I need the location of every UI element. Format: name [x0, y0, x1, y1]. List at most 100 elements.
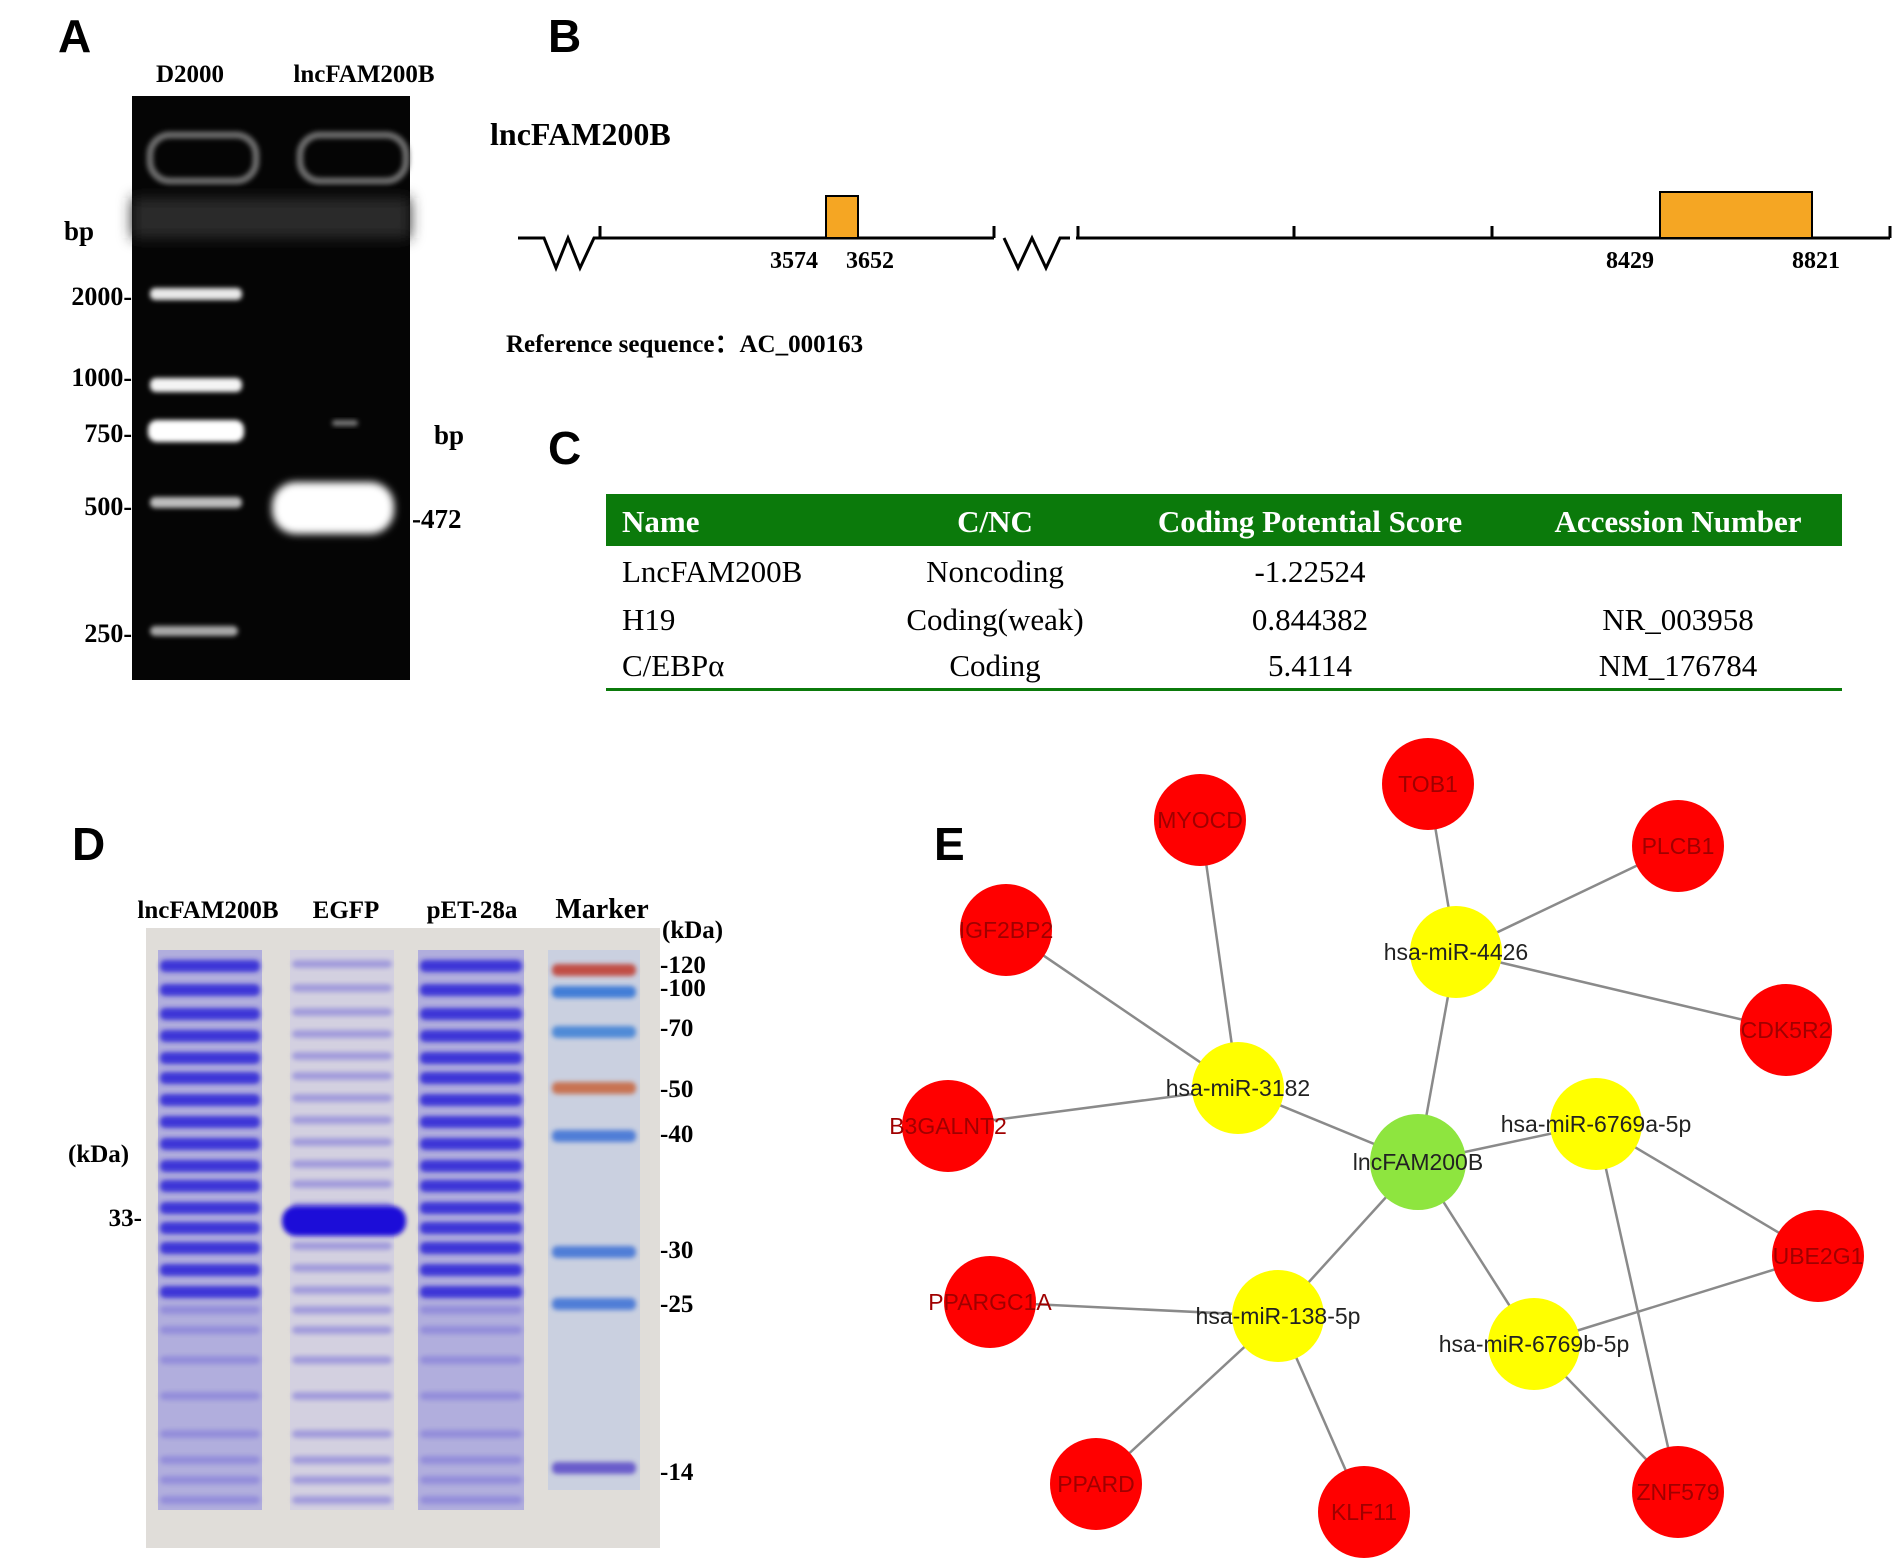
sds-marker-band	[552, 1246, 636, 1258]
gene-node-label: B3GALNT2	[889, 1113, 1007, 1139]
table-cell-cnc: Coding	[949, 648, 1040, 683]
sds-band	[160, 1496, 260, 1504]
gene-node-znf579: ZNF579	[1632, 1446, 1724, 1538]
gel-ladder-1000: 1000-	[71, 363, 132, 392]
sds-band	[420, 1456, 522, 1464]
mirna-node-circle	[1232, 1270, 1324, 1362]
gene-node-b3galnt2: B3GALNT2	[889, 1080, 1007, 1172]
table-cell-score: 0.844382	[1252, 602, 1368, 637]
lncrna-node-label: lncFAM200B	[1353, 1149, 1483, 1175]
gene-node-label: UBE2G1	[1773, 1243, 1864, 1269]
table-bottom-rule	[606, 688, 1842, 691]
gene-node-plcb1: PLCB1	[1632, 800, 1724, 892]
gene-node-circle	[1318, 1466, 1410, 1558]
sds-band	[292, 1138, 392, 1146]
network-edge	[1533, 1254, 1819, 1346]
table-cell-score: 5.4114	[1268, 648, 1353, 683]
sds-marker-band	[552, 1026, 636, 1038]
gene-node-label: KLF11	[1331, 1499, 1397, 1525]
sds-marker-band	[552, 1462, 636, 1474]
gene-node-circle	[1772, 1210, 1864, 1302]
sds-band	[160, 1008, 260, 1020]
gene-node-circle	[1632, 800, 1724, 892]
sds-band	[420, 1430, 522, 1438]
sds-band	[160, 1286, 260, 1298]
network-edge	[1455, 950, 1787, 1032]
sds-band	[420, 1160, 522, 1172]
network-edge	[989, 1300, 1279, 1318]
gene-node-label: ZNF579	[1636, 1479, 1719, 1505]
mirna-node-circle	[1488, 1298, 1580, 1390]
gene-node-circle	[1632, 1446, 1724, 1538]
sds-band	[160, 1052, 260, 1064]
mirna-node-hsa-mir-138-5p: hsa-miR-138-5p	[1196, 1270, 1361, 1362]
mirna-node-hsa-mir-3182: hsa-miR-3182	[1166, 1042, 1310, 1134]
gene-node-cdk5r2: CDK5R2	[1740, 984, 1832, 1076]
sds-band	[292, 1160, 392, 1168]
sds-marker-band	[552, 1082, 636, 1094]
sds-band	[292, 1496, 392, 1504]
exon-1	[825, 195, 859, 239]
panel-e: E hsa-miR-4426hsa-miR-3182hsa-miR-6769a-…	[889, 738, 1864, 1558]
gene-node-label: PPARGC1A	[928, 1289, 1052, 1315]
gel-ladder-500: 500-	[84, 492, 132, 521]
table-row: LncFAM200B Noncoding -1.22524	[622, 554, 1366, 589]
sds-band	[420, 1116, 522, 1128]
network-edge	[947, 1086, 1239, 1128]
gel-ladder-bands	[148, 288, 244, 636]
mirna-node-circle	[1550, 1078, 1642, 1170]
gene-node-circle	[1154, 774, 1246, 866]
sds-marker-25: -25	[660, 1291, 693, 1318]
table-cell-cnc: Coding(weak)	[906, 602, 1083, 637]
sds-band	[420, 1356, 522, 1364]
gel-unit-right: bp	[434, 420, 464, 450]
sds-band	[292, 1052, 392, 1060]
sds-band	[160, 1476, 260, 1484]
sds-band	[292, 1476, 392, 1484]
sds-band	[160, 1306, 260, 1314]
sds-band	[420, 1008, 522, 1020]
sds-target-33: 33-	[109, 1205, 142, 1232]
gene-node-circle	[960, 884, 1052, 976]
gene-node-circle	[944, 1256, 1036, 1348]
sds-lane-smear	[548, 950, 640, 1490]
mirna-node-circle	[1410, 906, 1502, 998]
gel-ladder-2000: 2000-	[71, 282, 132, 311]
gel-lane-label-ladder: D2000	[156, 61, 224, 88]
lncrna-node-lncfam200b: lncFAM200B	[1353, 1114, 1483, 1210]
sds-lanes	[158, 950, 640, 1510]
gene-node-label: CDK5R2	[1741, 1017, 1832, 1043]
sds-band	[292, 960, 392, 968]
mirna-node-label: hsa-miR-138-5p	[1196, 1303, 1361, 1329]
gene-node-circle	[902, 1080, 994, 1172]
mirna-node-label: hsa-miR-6769a-5p	[1501, 1111, 1691, 1137]
sds-egfp-band	[282, 1206, 406, 1236]
gene-node-klf11: KLF11	[1318, 1466, 1410, 1558]
gene-title: lncFAM200B	[490, 116, 671, 152]
exon-2	[1659, 191, 1813, 239]
panel-b: B lncFAM200B 3574 3652 8429 8821 Referen…	[490, 10, 1892, 358]
sds-marker-band	[552, 1298, 636, 1310]
sds-unit-right: (kDa)	[662, 917, 723, 944]
network-nodes: hsa-miR-4426hsa-miR-3182hsa-miR-6769a-5p…	[889, 738, 1864, 1558]
mirna-node-hsa-mir-6769b-5p: hsa-miR-6769b-5p	[1439, 1298, 1629, 1390]
sds-band	[420, 1496, 522, 1504]
mirna-node-hsa-mir-6769a-5p: hsa-miR-6769a-5p	[1501, 1078, 1691, 1170]
sds-band	[420, 1072, 522, 1084]
network-edge	[1005, 928, 1239, 1090]
gene-node-label: TOB1	[1398, 771, 1458, 797]
sds-lane-label-marker: Marker	[555, 894, 648, 925]
sds-band	[420, 1202, 522, 1214]
exon-1-start: 3574	[770, 248, 818, 274]
gene-node-igf2bp2: IGF2BP2	[959, 884, 1054, 976]
sds-band	[292, 1326, 392, 1334]
exon-1-end: 3652	[846, 248, 894, 274]
sds-band	[292, 1286, 392, 1294]
gene-reference: Reference sequence：AC_000163	[506, 331, 863, 358]
mirna-node-circle	[1192, 1042, 1284, 1134]
gene-node-label: IGF2BP2	[959, 917, 1054, 943]
panel-d: D lncFAM200B EGFP pET-28a Marker (kDa) (…	[68, 818, 723, 1548]
network-edge	[1594, 1123, 1680, 1493]
sds-lane-lnc	[158, 950, 262, 1510]
sds-band	[160, 1392, 260, 1400]
